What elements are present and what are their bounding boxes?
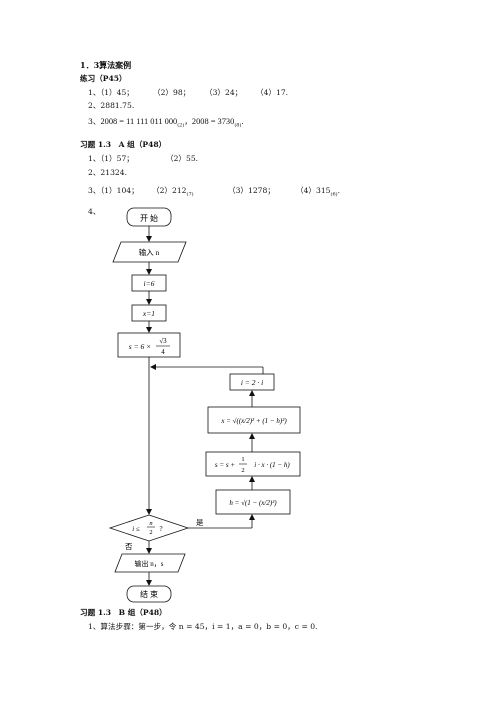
condition-numerator: n (149, 520, 152, 527)
init-x-label: x=1 (142, 309, 155, 318)
group-a-answer-3-2: （2）212(7) (152, 186, 194, 200)
init-s-denominator: 4 (161, 348, 165, 356)
yes-label: 是 (196, 518, 204, 527)
input-label: 输入 n (139, 247, 160, 257)
practice-answer-2: 2、2881.75. (88, 101, 135, 110)
update-s-frac-den: 2 (241, 467, 244, 474)
practice-title: 练习（P45） (80, 74, 127, 83)
condition-question: ? (159, 525, 162, 533)
init-i-label: i=6 (144, 279, 155, 288)
practice-answer-3-label: 3、 (88, 117, 101, 126)
output-label: 输出 n，s (135, 559, 164, 568)
init-s-box (117, 332, 181, 358)
group-a-answer-3-3: （3）1278； (228, 186, 275, 195)
compute-h-box (215, 489, 291, 515)
practice-answer-1-2: （2）98； (153, 88, 191, 97)
start-label: 开 始 (140, 213, 158, 223)
binary-subscript: (2) (177, 122, 185, 129)
no-label: 否 (125, 542, 133, 551)
output-parallelogram (114, 553, 186, 573)
update-x-label: x = √((x/2)² + (1 − h)²) (220, 417, 287, 425)
group-a-answer-3-end: . (337, 186, 341, 195)
group-a-answer-3-4: （4）315(6). (296, 186, 340, 200)
group-a-answer-4: 4、 (88, 207, 101, 216)
compute-h-label: h = √(1 − (x/2)²) (229, 499, 277, 507)
base7-subscript: (7) (186, 191, 194, 198)
base7-value: （2）212 (152, 186, 187, 195)
condition-diamond (108, 514, 190, 542)
init-s-numerator: √3 (159, 337, 167, 345)
practice-answer-1-1: 1、（1）45； (88, 88, 134, 97)
group-a-answer-1-1: 1、（1）57； (88, 154, 134, 163)
condition-lhs: i ≤ (132, 525, 140, 533)
base6-value: （4）315 (296, 186, 331, 195)
group-a-answer-2: 2、21324. (88, 168, 127, 177)
practice-answer-1-3: （3）24； (205, 88, 243, 97)
practice-answer-1-4: （4）17. (256, 88, 289, 97)
update-s-lhs: s = s + (215, 461, 235, 469)
practice-answer-3-end: . (241, 117, 244, 126)
group-b-title: 习题 1.3 B 组（P48） (80, 608, 167, 617)
update-s-frac-num: 1 (241, 456, 244, 463)
update-s-rhs: i · x · (1 − h) (254, 461, 290, 469)
update-s-box (205, 451, 301, 477)
group-a-answer-3-1: 3、（1）104； (88, 186, 139, 195)
section-heading: 1．3算法案例 (80, 60, 132, 70)
base6-subscript: (6) (330, 191, 338, 198)
end-terminal (126, 585, 172, 603)
condition-denominator: 2 (149, 529, 152, 536)
binary-equation: 2008 = 11 111 011 000 (100, 117, 178, 126)
octal-subscript: (8) (234, 122, 242, 129)
group-a-title: 习题 1.3 A 组（P48） (80, 140, 167, 149)
update-i-label: i = 2 · i (241, 378, 263, 387)
input-parallelogram (112, 241, 187, 263)
practice-answer-3-sep: ， (184, 117, 192, 126)
group-a-answer-1-2: （2）55. (166, 154, 199, 163)
practice-answer-3: 3、2008 = 11 111 011 000(2)，2008 = 3730(8… (88, 117, 244, 131)
init-s-lhs: s = 6 × (129, 342, 151, 351)
octal-equation: 2008 = 3730 (191, 117, 235, 126)
group-b-answer-1: 1、算法步骤：第一步，令 n = 45，i = 1，a = 0，b = 0，c … (88, 622, 318, 631)
end-label: 结 束 (140, 589, 158, 599)
